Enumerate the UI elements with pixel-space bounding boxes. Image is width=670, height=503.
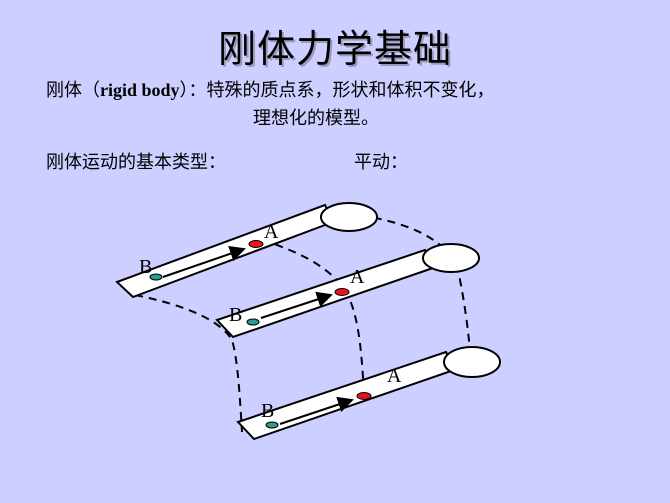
point-a-label: A [264, 221, 279, 243]
point-b [265, 421, 279, 429]
trajectory-dashes [134, 214, 471, 433]
trajectory-b-curve [134, 294, 243, 433]
rigid-body-middle: A B [215, 243, 480, 339]
point-b-label: B [139, 256, 152, 278]
point-a-label: A [350, 266, 365, 288]
trajectory-a-curve [261, 239, 365, 395]
translation-label: 平动： [354, 152, 408, 173]
definition-prefix: 刚体（ [46, 80, 100, 101]
rigid-body-disc [320, 202, 378, 232]
slide-title: 刚体力学基础 [217, 27, 452, 71]
point-a [248, 240, 264, 248]
rigid-body-bottom: A B [236, 346, 501, 441]
definition-line-2: 理想化的模型。 [253, 108, 379, 129]
point-a [356, 392, 372, 400]
motion-arrow [162, 246, 246, 278]
definition-line: 刚体（rigid body）：特殊的质点系，形状和体积不变化， [46, 76, 495, 102]
motion-types-label: 刚体运动的基本类型： [46, 152, 226, 173]
point-b [246, 318, 260, 326]
point-a-label: A [387, 365, 402, 387]
rigid-body-disc [443, 346, 501, 378]
point-b-label: B [229, 304, 242, 326]
rigid-body-disc [422, 243, 480, 273]
motion-arrow [260, 291, 333, 319]
rigid-body-bar [115, 203, 335, 299]
point-b-label: B [261, 400, 274, 422]
point-b [149, 273, 163, 281]
rigid-body-top: A B [115, 202, 378, 299]
point-a [334, 288, 350, 296]
trajectory-top-curve [359, 214, 471, 351]
definition-term: rigid body [100, 80, 180, 100]
definition-suffix: ）：特殊的质点系，形状和体积不变化， [179, 80, 495, 101]
motion-arrow [279, 396, 354, 425]
